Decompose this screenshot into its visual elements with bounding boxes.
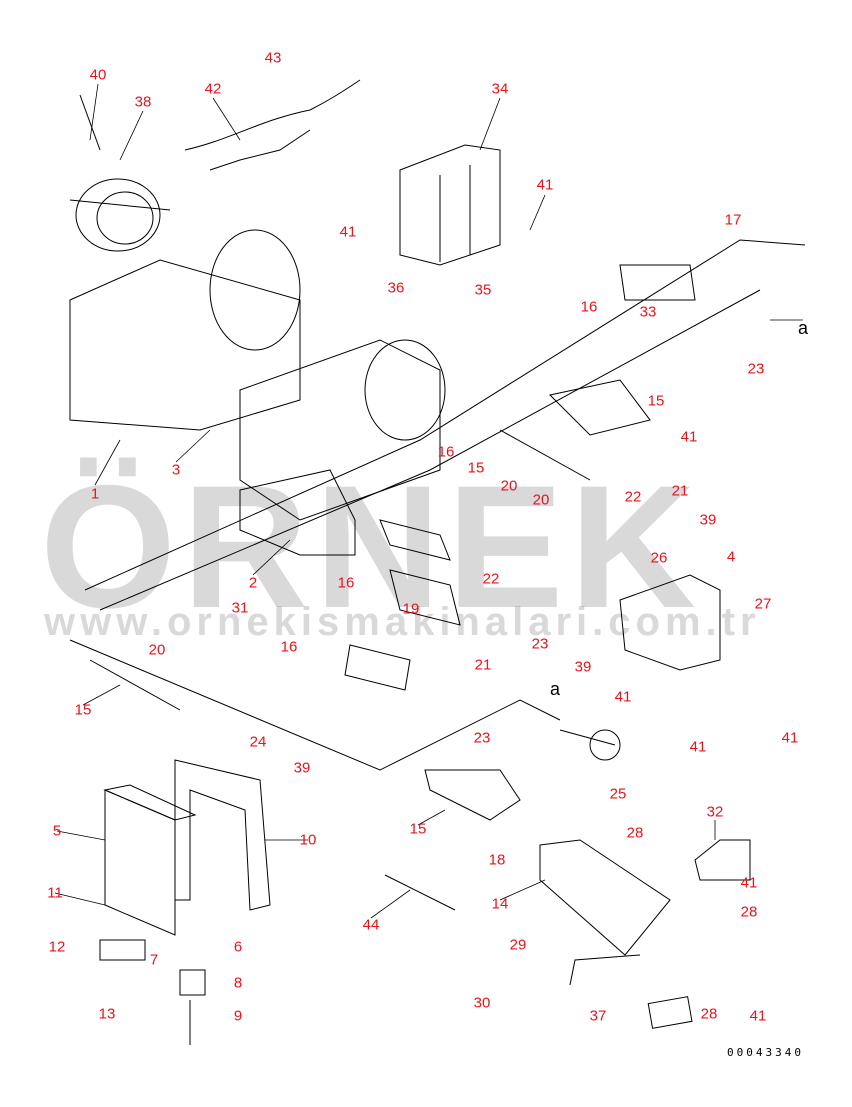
callout: 15 bbox=[467, 459, 485, 477]
callout: 2 bbox=[248, 574, 258, 592]
core-5 bbox=[103, 784, 197, 936]
callout: 41 bbox=[781, 729, 799, 747]
heater-core bbox=[539, 839, 671, 956]
callout: 37 bbox=[589, 1007, 607, 1025]
callout: 21 bbox=[474, 656, 492, 674]
watermark-brand: ÖRNEK bbox=[40, 450, 702, 645]
callout: 22 bbox=[482, 570, 500, 588]
callout: 20 bbox=[532, 491, 550, 509]
flap-16a bbox=[619, 264, 696, 301]
callout: 12 bbox=[48, 938, 66, 956]
callout: 18 bbox=[488, 851, 506, 869]
rod-15b bbox=[499, 429, 591, 481]
callout: 41 bbox=[689, 738, 707, 756]
callout: 16 bbox=[437, 443, 455, 461]
callout: 41 bbox=[339, 223, 357, 241]
callout: 39 bbox=[699, 511, 717, 529]
drawing-code: 00043340 bbox=[727, 1046, 804, 1059]
callout: 20 bbox=[148, 641, 166, 659]
plate-37 bbox=[647, 996, 693, 1029]
callout: 1 bbox=[90, 485, 100, 503]
leader-lines bbox=[54, 83, 803, 919]
callout: 23 bbox=[473, 729, 491, 747]
callout: 4 bbox=[726, 548, 736, 566]
callout: 20 bbox=[500, 477, 518, 495]
callout: 10 bbox=[299, 831, 317, 849]
flap-16b bbox=[379, 519, 451, 561]
callout: 28 bbox=[700, 1005, 718, 1023]
callout: 8 bbox=[233, 974, 243, 992]
callout: 28 bbox=[626, 824, 644, 842]
callout: 42 bbox=[204, 80, 222, 98]
callout: 33 bbox=[639, 303, 657, 321]
callout: 41 bbox=[740, 874, 758, 892]
callout: 36 bbox=[387, 279, 405, 297]
tool-44 bbox=[384, 874, 456, 911]
seal-10 bbox=[174, 759, 271, 911]
blower-fan bbox=[69, 94, 171, 252]
callout: 43 bbox=[264, 49, 282, 67]
callout: 34 bbox=[491, 80, 509, 98]
callout: 17 bbox=[724, 211, 742, 229]
filter-15 bbox=[424, 769, 521, 821]
callout: 23 bbox=[747, 360, 765, 378]
callout: 26 bbox=[650, 549, 668, 567]
duct-32 bbox=[694, 839, 751, 881]
callout: 15 bbox=[74, 701, 92, 719]
wire-harness bbox=[184, 79, 361, 171]
callout: 5 bbox=[52, 822, 62, 840]
callout: 9 bbox=[233, 1007, 243, 1025]
callout: 13 bbox=[98, 1005, 116, 1023]
assembly-lines bbox=[84, 239, 806, 591]
callout: 28 bbox=[740, 903, 758, 921]
seal-12 bbox=[99, 939, 146, 961]
callout: 16 bbox=[280, 638, 298, 656]
callout: 31 bbox=[231, 599, 249, 617]
callout: 16 bbox=[337, 574, 355, 592]
callout: 19 bbox=[402, 600, 420, 618]
callout: 23 bbox=[531, 635, 549, 653]
callout: 7 bbox=[149, 951, 159, 969]
callout: 32 bbox=[706, 803, 724, 821]
flap-15 bbox=[548, 379, 651, 436]
callout: 14 bbox=[491, 895, 509, 913]
callout: 35 bbox=[474, 281, 492, 299]
callout: 38 bbox=[134, 93, 152, 111]
callout-view-mark: a bbox=[549, 679, 561, 699]
heater-housing bbox=[619, 574, 721, 671]
callout-view-mark: a bbox=[797, 318, 809, 338]
callout: 40 bbox=[89, 66, 107, 84]
callout: 39 bbox=[293, 759, 311, 777]
callout: 16 bbox=[580, 298, 598, 316]
callout: 30 bbox=[473, 994, 491, 1012]
shaft-25 bbox=[559, 729, 616, 746]
callout: 41 bbox=[614, 688, 632, 706]
callout: 22 bbox=[624, 488, 642, 506]
callout: 27 bbox=[754, 595, 772, 613]
callout: 6 bbox=[233, 938, 243, 956]
callout: 21 bbox=[671, 482, 689, 500]
callout: 25 bbox=[609, 785, 627, 803]
callout: 39 bbox=[574, 658, 592, 676]
main-housing bbox=[69, 229, 446, 556]
callout: 15 bbox=[647, 392, 665, 410]
callout: 3 bbox=[171, 461, 181, 479]
callout: 24 bbox=[249, 733, 267, 751]
flap-16c bbox=[389, 569, 461, 626]
callout: 11 bbox=[47, 884, 63, 902]
flap-16d bbox=[344, 644, 411, 691]
callout: 41 bbox=[680, 428, 698, 446]
callout: 29 bbox=[509, 936, 527, 954]
callout: 15 bbox=[409, 820, 427, 838]
callout: 44 bbox=[362, 916, 380, 934]
pipe-29 bbox=[569, 954, 641, 986]
callout: 41 bbox=[749, 1007, 767, 1025]
rod-15 bbox=[89, 659, 181, 711]
evaporator-case bbox=[399, 144, 501, 266]
callout: 41 bbox=[536, 176, 554, 194]
